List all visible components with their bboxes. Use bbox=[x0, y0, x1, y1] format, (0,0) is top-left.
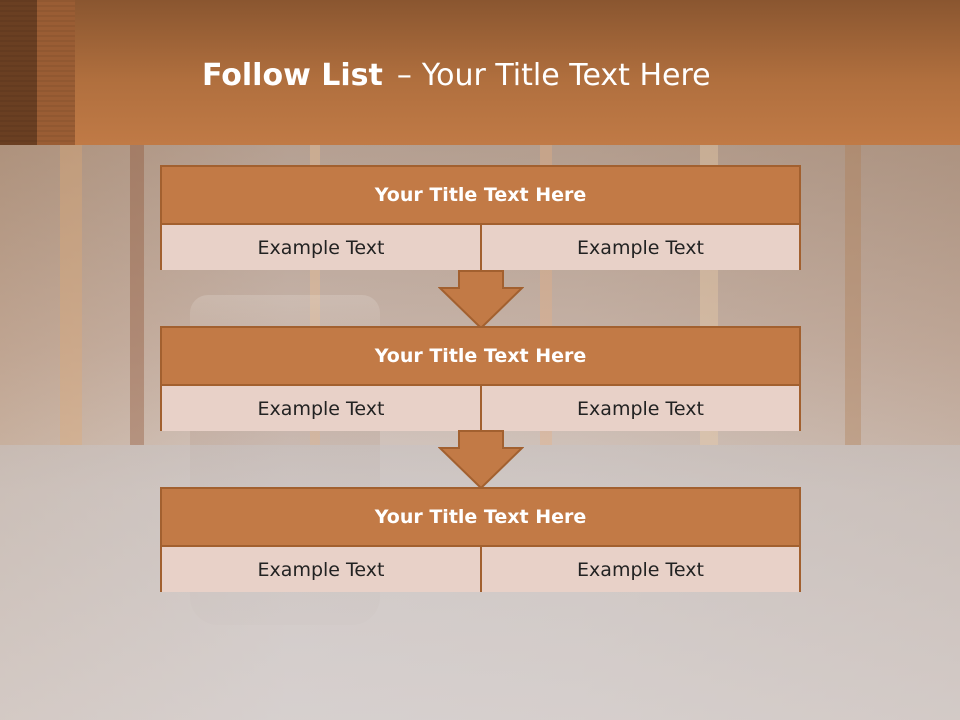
step-left-text: Example Text bbox=[162, 225, 482, 270]
step-title: Your Title Text Here bbox=[162, 489, 799, 547]
step-right-text: Example Text bbox=[482, 225, 799, 270]
page-title-separator: – bbox=[396, 58, 412, 93]
background-stripe bbox=[60, 145, 82, 445]
step-right-text: Example Text bbox=[482, 386, 799, 431]
header-texture bbox=[0, 0, 75, 145]
step-card-3: Your Title Text Here Example Text Exampl… bbox=[160, 487, 801, 592]
background-stripe bbox=[310, 145, 320, 445]
step-card-2: Your Title Text Here Example Text Exampl… bbox=[160, 326, 801, 431]
header-accent-block bbox=[0, 0, 37, 145]
page-title-rest: Your Title Text Here bbox=[421, 58, 711, 93]
page-title: Follow List–Your Title Text Here bbox=[202, 56, 711, 96]
step-title: Your Title Text Here bbox=[162, 167, 799, 225]
step-left-text: Example Text bbox=[162, 386, 482, 431]
down-arrow-icon bbox=[438, 270, 524, 330]
down-arrow-icon bbox=[438, 430, 524, 490]
header-bar: Follow List–Your Title Text Here bbox=[0, 0, 960, 145]
background-stripe bbox=[845, 145, 861, 445]
header-accent-block bbox=[37, 0, 75, 145]
step-card-1: Your Title Text Here Example Text Exampl… bbox=[160, 165, 801, 270]
step-title: Your Title Text Here bbox=[162, 328, 799, 386]
step-right-text: Example Text bbox=[482, 547, 799, 592]
page-title-bold: Follow List bbox=[202, 58, 383, 93]
step-left-text: Example Text bbox=[162, 547, 482, 592]
background-stripe bbox=[130, 145, 144, 445]
